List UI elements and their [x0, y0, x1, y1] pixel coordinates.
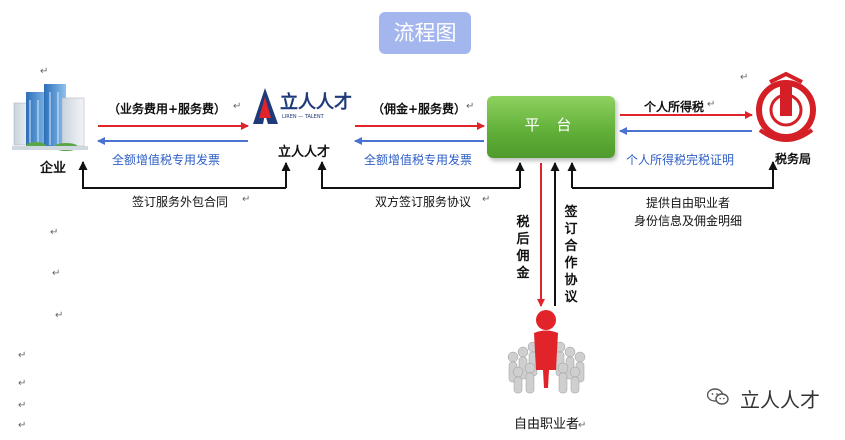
return-mark-icon: ↵: [18, 378, 27, 389]
wechat-icon: [707, 388, 729, 405]
label-ent-contract: 签订服务外包合同: [132, 195, 229, 209]
liren-logo: [253, 88, 278, 124]
return-mark-icon: ↵: [52, 268, 61, 279]
line-enterprise-contract: [78, 161, 286, 189]
enterprise-label: 企业: [40, 161, 67, 176]
return-mark-icon: ↵: [482, 194, 491, 205]
return-mark-icon: ↵: [740, 72, 749, 83]
tax-bureau-emblem-icon: [756, 71, 816, 142]
freelancer-crowd-icon: [507, 310, 586, 394]
line-bilateral-agreement: [317, 161, 520, 189]
label-after-tax: 税后佣金: [516, 215, 530, 281]
enterprise-building-icon: [12, 84, 88, 151]
return-mark-icon: ↵: [55, 310, 64, 321]
freelancer-label: 自由职业者: [514, 417, 580, 432]
label-tax-to-platform: 个人所得税完税证明: [626, 153, 735, 167]
label-liren-to-ent: 全额增值税专用发票: [112, 153, 221, 167]
line-info-to-tax: [572, 161, 778, 189]
return-mark-icon: ↵: [18, 350, 27, 361]
watermark-text: 立人人才: [740, 388, 820, 412]
return-mark-icon: ↵: [40, 66, 49, 77]
label-freelancer-info-1: 提供自由职业者: [646, 196, 731, 210]
label-bilateral: 双方签订服务协议: [375, 195, 472, 209]
return-mark-icon: ↵: [242, 194, 251, 205]
label-sign-coop: 签订合作协议: [564, 205, 578, 305]
return-mark-icon: ↵: [466, 101, 475, 112]
return-mark-icon: ↵: [18, 400, 27, 411]
tax-bureau-label: 税务局: [775, 152, 812, 166]
label-ent-to-liren: （业务费用+服务费）: [108, 102, 227, 116]
return-mark-icon: ↵: [18, 420, 27, 431]
label-liren-to-platform: （佣金+服务费）: [372, 102, 467, 116]
return-mark-icon: ↵: [707, 99, 716, 110]
liren-logo-subtext: LIREN — TALENT: [282, 114, 324, 120]
label-platform-to-liren: 全额增值税专用发票: [364, 153, 473, 167]
label-platform-to-tax: 个人所得税: [644, 100, 705, 114]
label-freelancer-info-2: 身份信息及佣金明细: [634, 214, 743, 228]
return-mark-icon: ↵: [578, 420, 587, 431]
return-mark-icon: ↵: [50, 227, 59, 238]
diagram-title: 流程图: [379, 12, 471, 54]
liren-caption: 立人人才: [278, 145, 331, 160]
platform-node: 平 台: [487, 96, 615, 158]
return-mark-icon: ↵: [233, 101, 242, 112]
liren-logo-text: 立人人才: [280, 92, 352, 113]
